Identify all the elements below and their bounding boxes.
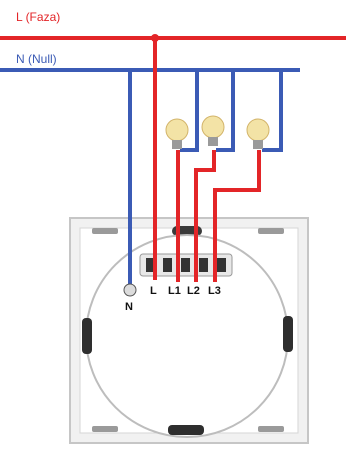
terminal-label-l3: L3 xyxy=(208,285,221,297)
lamp-1 xyxy=(165,118,189,149)
return-wire-l2 xyxy=(194,150,216,282)
neutral-terminal-screw xyxy=(123,283,137,297)
neutral-wire-label: N (Null) xyxy=(16,52,57,66)
terminal-label-l1: L1 xyxy=(168,285,181,297)
return-wire-l3 xyxy=(213,150,261,282)
phase-wire-label: L (Faza) xyxy=(16,10,61,24)
neutral-to-lamp-2 xyxy=(216,70,235,152)
phase-junction xyxy=(151,34,159,42)
terminal-label-l: L xyxy=(150,285,157,297)
terminal-label-n: N xyxy=(125,301,133,313)
neutral-to-lamp-1 xyxy=(180,70,199,152)
switch-plate xyxy=(69,217,309,444)
lamp-3 xyxy=(246,118,270,149)
terminal-label-l2: L2 xyxy=(187,285,200,297)
lamp-2 xyxy=(201,115,225,146)
neutral-to-lamp-3 xyxy=(262,70,283,152)
